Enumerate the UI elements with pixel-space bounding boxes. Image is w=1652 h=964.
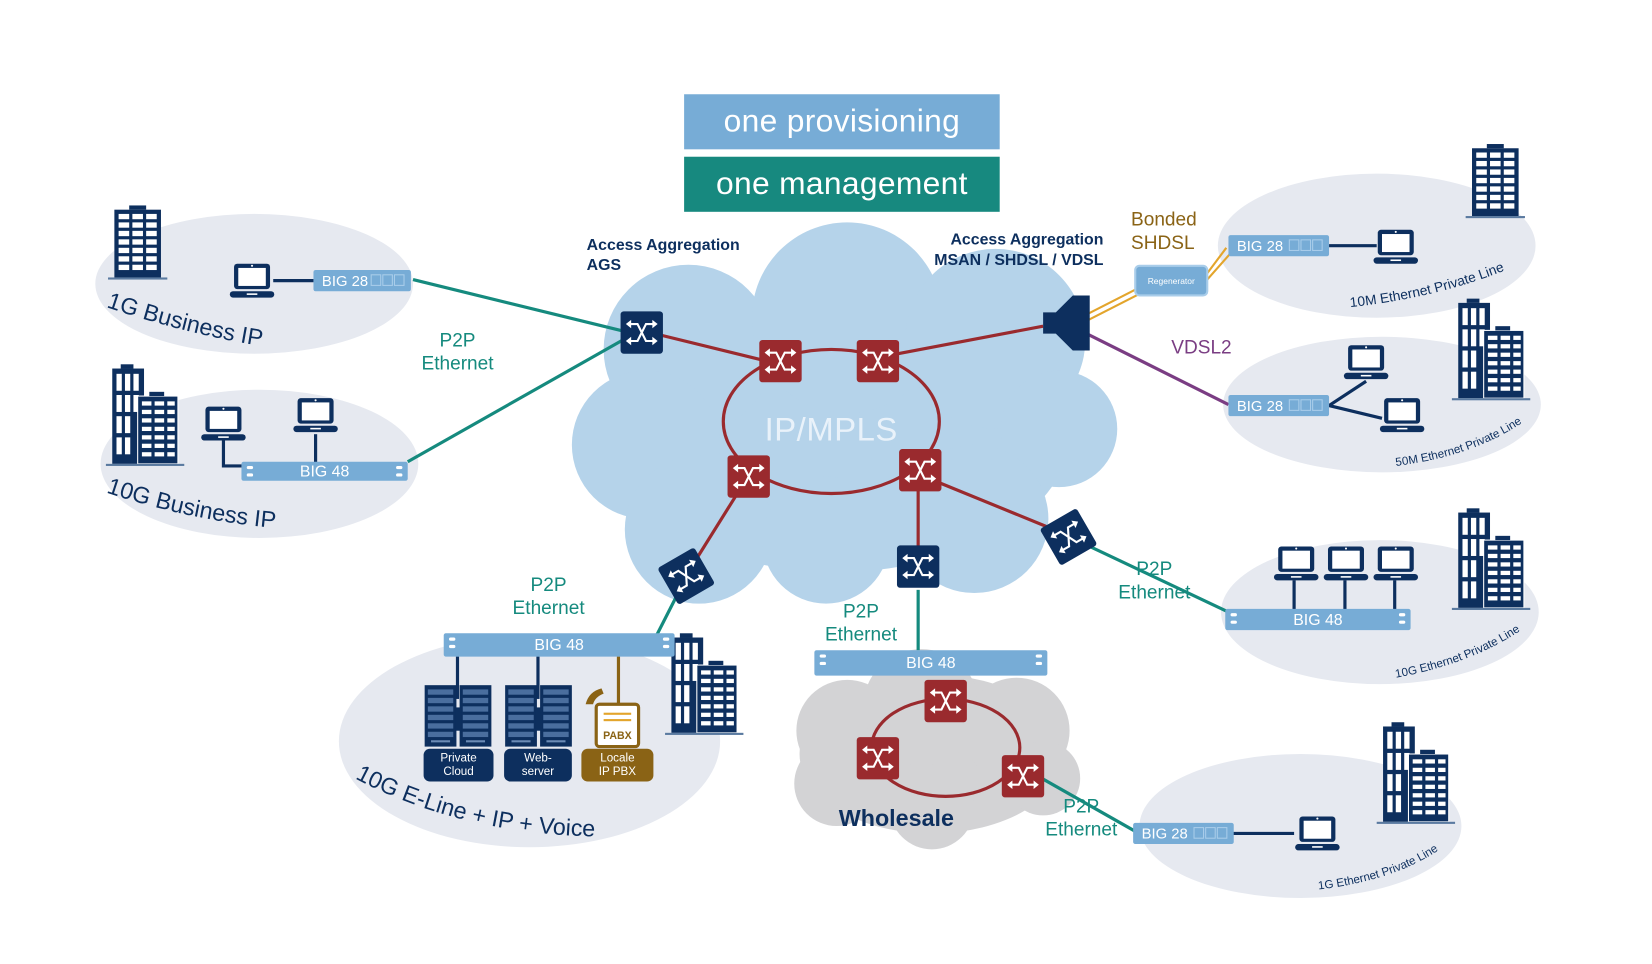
vdsl2-label: VDSL2 <box>1171 336 1232 358</box>
laptop-icon <box>1343 345 1389 380</box>
link-shdsl-a <box>1088 287 1139 315</box>
link-10g-business <box>406 337 626 464</box>
link-1g-epl <box>1039 775 1137 833</box>
core-router-icon <box>758 338 803 384</box>
pabx-label: PABX <box>603 730 632 742</box>
access-aggregation-msan-label: Access Aggregation MSAN / SHDSL / VDSL <box>934 230 1104 269</box>
building-icon <box>108 205 168 280</box>
core-router-icon <box>898 447 943 493</box>
laptop-icon <box>293 398 338 433</box>
server-icon <box>540 685 572 747</box>
building-icon <box>1465 144 1525 219</box>
laptop-icon <box>1323 546 1369 581</box>
big48-device-10g-eline: BIG 48 <box>443 633 675 657</box>
service-web-server: Web-server <box>504 748 572 782</box>
wholesale-router-icon <box>923 678 968 724</box>
wholesale-label: Wholesale <box>838 804 954 832</box>
regenerator-label: Regenerator <box>1147 275 1195 286</box>
regenerator-device: Regenerator <box>1134 264 1209 297</box>
link-10g-epl <box>1086 543 1230 614</box>
building-icon <box>664 632 744 736</box>
big28-device-1g-epl: BIG 28 <box>1133 822 1234 845</box>
link-core-br <box>936 480 1055 531</box>
laptop-icon <box>1373 229 1419 264</box>
banner-one-provisioning: one provisioning <box>684 94 1000 150</box>
big48-device-wholesale: BIG 48 <box>814 650 1048 676</box>
wholesale-router-icon <box>855 736 901 781</box>
server-icon <box>459 685 492 747</box>
laptop-icon <box>1373 546 1419 581</box>
link-shdsl-d <box>1206 251 1233 281</box>
link-shdsl-c <box>1206 247 1228 274</box>
big28-device-1g-business: BIG 28 <box>313 270 411 292</box>
pabx-icon: PABX <box>585 688 641 749</box>
ip-mpls-label: IP/MPLS <box>764 410 898 448</box>
core-router-icon <box>726 454 771 499</box>
laptop-icon <box>1273 546 1319 581</box>
server-icon <box>424 685 457 747</box>
big28-device-50m-epl: BIG 28 <box>1228 395 1330 417</box>
building-icon <box>105 363 185 467</box>
edge-switch-icon <box>895 544 941 589</box>
server-icon <box>505 685 537 747</box>
ags-switch-icon <box>619 310 664 355</box>
big48-device-10g-epl: BIG 48 <box>1225 608 1411 631</box>
laptop-icon <box>201 406 246 441</box>
building-icon <box>1451 507 1531 611</box>
phone-icon <box>585 688 604 705</box>
ports-icon <box>370 274 405 286</box>
link-vdsl2 <box>1087 333 1230 406</box>
ip-mpls-ring <box>721 347 941 496</box>
big28-device-10m-epl: BIG 28 <box>1228 235 1330 257</box>
link-ags-core <box>658 333 763 362</box>
ports-icon <box>1288 239 1323 251</box>
link-core-msan <box>897 324 1044 356</box>
laptop-icon <box>1295 816 1340 851</box>
laptop-icon <box>1379 398 1425 433</box>
wholesale-router-icon <box>1000 754 1046 799</box>
link-1g-business <box>412 278 626 334</box>
banner-one-management: one management <box>684 156 1000 212</box>
big48-device-10g-business: BIG 48 <box>241 461 408 481</box>
building-icon <box>1376 721 1456 825</box>
msan-icon <box>1043 295 1090 351</box>
ports-icon <box>1288 399 1323 411</box>
ports-icon <box>1193 827 1228 839</box>
laptop-icon <box>229 263 275 298</box>
link-shdsl-b <box>1088 293 1139 321</box>
core-router-icon <box>855 338 901 384</box>
access-aggregation-ags-label: Access Aggregation AGS <box>586 236 740 275</box>
building-icon <box>1451 298 1531 401</box>
